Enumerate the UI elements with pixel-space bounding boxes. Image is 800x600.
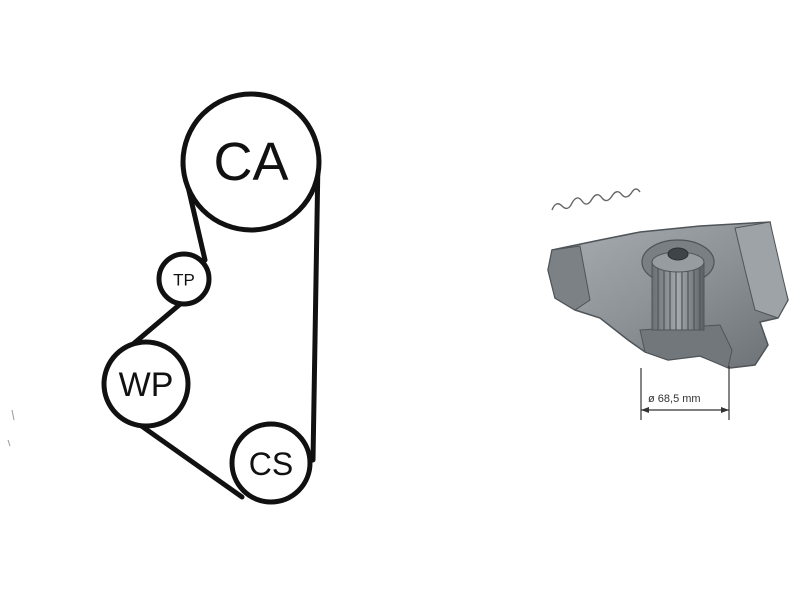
pulley-water-pump: WP [101,339,191,429]
pump-shaft [667,247,689,261]
gasket-squiggle [551,188,641,211]
pump-dimension: ø 68,5 mm [640,366,730,420]
pulley-crankshaft: CS [229,421,313,505]
pulley-label-tp: TP [173,271,195,290]
belt-segment-tp-wp [129,297,188,348]
pump-flange-left [547,245,591,311]
pump-flange-right [734,221,789,319]
belt-segment-ca-cs [310,157,321,463]
pump-gear [651,261,705,331]
pump-gear-teeth [657,264,701,330]
stray-mark [7,409,15,447]
pulley-camshaft: CA [180,91,322,233]
pulley-tensioner: TP [156,251,212,307]
pulley-label-ca: CA [213,132,288,192]
pump-housing-bottom [639,324,733,369]
pulley-label-wp: WP [119,366,174,404]
pump-dimension-label: ø 68,5 mm [648,393,701,405]
water-pump-image: ø 68,5 mm [547,188,789,420]
pulley-label-cs: CS [249,446,293,482]
belt-segment-wp-cs [130,417,245,500]
